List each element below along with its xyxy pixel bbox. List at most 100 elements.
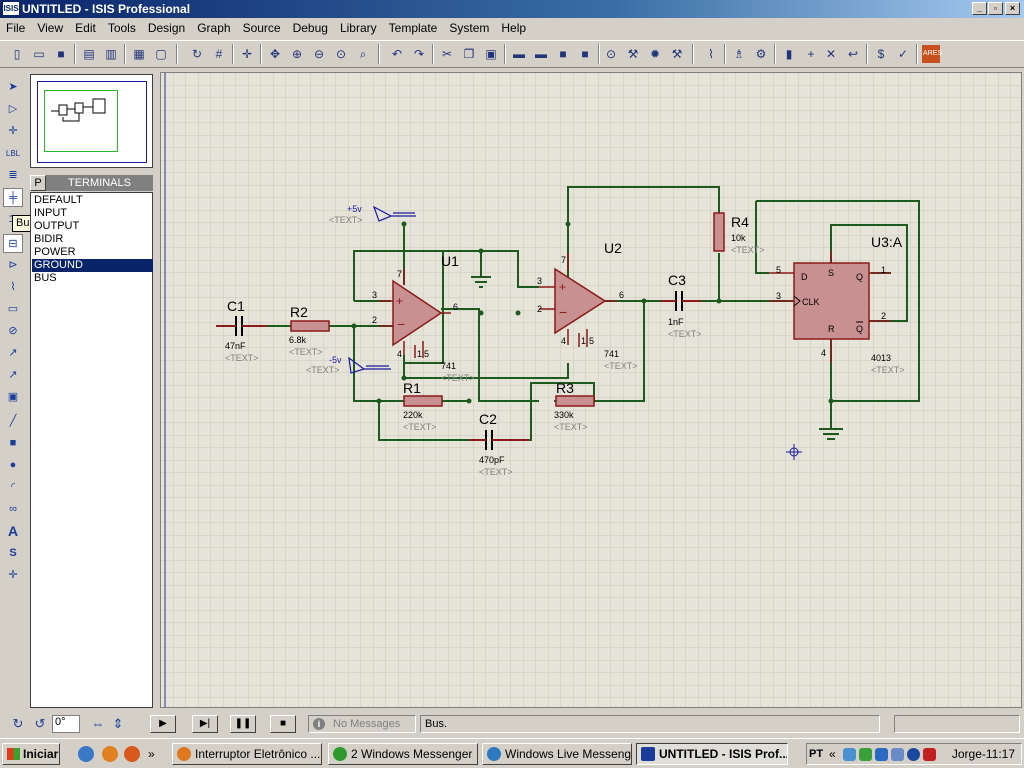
power-terminal-minus5v[interactable]: -5v <TEXT> <box>306 355 391 375</box>
rotate-clockwise-icon[interactable]: ↻ <box>12 716 24 731</box>
menu-debug[interactable]: Debug <box>292 21 328 35</box>
opamp-u2[interactable]: + − U2 741 <TEXT> 3 2 6 7 4 1 5 <box>537 240 638 371</box>
block-move-icon[interactable]: ▬ <box>535 47 547 61</box>
menu-template[interactable]: Template <box>388 21 438 35</box>
terminal-item-output[interactable]: OUTPUT <box>34 220 80 232</box>
flipflop-u3a[interactable]: D S Q CLK R Q U3:A 4013 <TEXT> 5 3 1 2 4 <box>769 234 905 375</box>
open-folder-icon[interactable]: ▭ <box>33 47 45 61</box>
resistor-r1[interactable]: R1 220k <TEXT> <box>403 380 443 432</box>
terminal-item-input[interactable]: INPUT <box>34 207 67 219</box>
minimize-button[interactable]: _ <box>972 2 987 15</box>
close-button[interactable]: × <box>1005 2 1020 15</box>
add-sheet-icon[interactable]: + <box>807 47 815 61</box>
undo-icon[interactable]: ↶ <box>391 47 403 61</box>
terminals-mode-icon[interactable]: ⊟ <box>3 234 23 253</box>
show-desktop-icon[interactable] <box>78 746 94 762</box>
menu-design[interactable]: Design <box>147 21 186 35</box>
pick-devices-button[interactable]: P <box>30 175 46 191</box>
remove-sheet-icon[interactable]: ✕ <box>825 47 837 61</box>
capacitor-c1[interactable]: C1 47nF <TEXT> <box>216 298 267 363</box>
zoom-in-icon[interactable]: ⊕ <box>291 47 303 61</box>
menu-graph[interactable]: Graph <box>197 21 231 35</box>
menu-file[interactable]: File <box>6 21 26 35</box>
exit-to-parent-icon[interactable]: ↩ <box>847 47 859 61</box>
new-sheet-icon[interactable]: ▮ <box>785 47 793 61</box>
maximize-button[interactable]: ▫ <box>988 2 1003 15</box>
schematic-canvas[interactable]: C1 47nF <TEXT> R2 6.8k <TEXT> + − U1 741… <box>160 72 1022 708</box>
stop-button[interactable]: ■ <box>270 715 296 733</box>
generator-icon[interactable]: ⊘ <box>8 325 18 337</box>
menu-view[interactable]: View <box>37 21 64 35</box>
pick-device-icon[interactable]: ⊙ <box>605 47 617 61</box>
virtual-instruments-icon[interactable]: ▣ <box>7 391 19 403</box>
resistor-r4[interactable]: R4 10k <TEXT> <box>713 212 765 255</box>
task-windows-messenger[interactable]: 2 Windows Messenger <box>328 743 478 765</box>
opamp-u1[interactable]: + − U1 741 <TEXT> 3 2 6 7 4 1 5 <box>372 253 475 383</box>
path-tool-icon[interactable]: ∞ <box>9 503 17 515</box>
menu-help[interactable]: Help <box>501 21 527 35</box>
rotation-input[interactable]: 0° <box>52 715 80 733</box>
export-icon[interactable]: ▥ <box>105 47 117 61</box>
junction-dot-icon[interactable]: ✛ <box>8 125 18 137</box>
tape-recorder-icon[interactable]: ▭ <box>7 303 19 315</box>
network-icon[interactable] <box>843 748 856 761</box>
block-rotate-icon[interactable]: ■ <box>559 47 567 61</box>
component-mode-icon[interactable]: ▷ <box>8 103 18 115</box>
power-terminal-plus5v[interactable]: +5v <TEXT> <box>329 204 416 225</box>
redo-icon[interactable]: ↷ <box>413 47 425 61</box>
terminal-item-power[interactable]: POWER <box>34 246 76 258</box>
save-icon[interactable]: ■ <box>57 47 65 61</box>
mirror-vertical-icon[interactable]: ⇕ <box>112 716 124 731</box>
ares-netlist-icon[interactable]: ARES <box>922 45 942 63</box>
rotate-anticlockwise-icon[interactable]: ↺ <box>34 716 46 731</box>
electrical-check-icon[interactable]: ✓ <box>897 47 909 61</box>
pause-button[interactable]: ❚❚ <box>230 715 256 733</box>
security-shield-icon[interactable] <box>923 748 936 761</box>
volume-icon[interactable] <box>891 748 904 761</box>
media-player-icon[interactable] <box>102 746 118 762</box>
text-tool-icon[interactable]: A <box>7 523 19 539</box>
text-script-icon[interactable]: ≣ <box>8 169 18 181</box>
voltage-probe-icon[interactable]: ↗ <box>8 347 18 359</box>
update-icon[interactable] <box>907 748 920 761</box>
new-file-icon[interactable]: ▯ <box>13 47 21 61</box>
selection-mode-icon[interactable]: ➤ <box>8 81 18 93</box>
grid-icon[interactable]: # <box>215 47 223 61</box>
packaging-icon[interactable]: ✹ <box>649 47 661 61</box>
resistor-r2[interactable]: R2 6.8k <TEXT> <box>289 304 330 357</box>
bill-of-materials-icon[interactable]: $ <box>877 47 885 61</box>
line-tool-icon[interactable]: ╱ <box>9 415 17 427</box>
resistor-r3[interactable]: R3 330k <TEXT> <box>554 380 595 432</box>
origin-icon[interactable]: ✛ <box>241 47 253 61</box>
firefox-icon[interactable] <box>124 746 140 762</box>
arc-tool-icon[interactable]: ◜ <box>10 481 16 493</box>
menu-source[interactable]: Source <box>242 21 281 35</box>
menu-system[interactable]: System <box>449 21 490 35</box>
messages-box[interactable]: i No Messages <box>308 715 416 733</box>
block-copy-icon[interactable]: ▬ <box>513 47 525 61</box>
play-button[interactable]: ▶ <box>150 715 176 733</box>
zoom-all-icon[interactable]: ⊙ <box>335 47 347 61</box>
print-icon[interactable]: ▦ <box>133 47 145 61</box>
task-isis[interactable]: UNTITLED - ISIS Prof... <box>636 743 788 765</box>
tray-expand-icon[interactable]: « <box>829 747 836 761</box>
symbol-tool-icon[interactable]: S <box>9 547 17 559</box>
current-probe-icon[interactable]: ↗ <box>8 369 18 381</box>
step-button[interactable]: ▶| <box>192 715 218 733</box>
buses-mode-icon[interactable]: ╪ <box>3 188 23 207</box>
decompose-icon[interactable]: ⚒ <box>671 47 683 61</box>
live-messenger-tray-icon[interactable] <box>875 748 888 761</box>
terminal-item-bus[interactable]: BUS <box>34 272 57 284</box>
capacitor-c2[interactable]: C2 470pF <TEXT> <box>469 411 529 477</box>
cut-icon[interactable]: ✂ <box>441 47 453 61</box>
menu-library[interactable]: Library <box>339 21 377 35</box>
search-tag-icon[interactable]: ♗ <box>733 47 745 61</box>
capacitor-c3[interactable]: C3 1nF <TEXT> <box>661 272 702 339</box>
copy-icon[interactable]: ❐ <box>463 47 475 61</box>
circle-tool-icon[interactable]: ● <box>9 459 17 471</box>
block-delete-icon[interactable]: ■ <box>581 47 589 61</box>
pan-icon[interactable]: ✥ <box>269 47 281 61</box>
menu-edit[interactable]: Edit <box>75 21 96 35</box>
language-indicator[interactable]: PT <box>809 748 824 760</box>
graph-mode-icon[interactable]: ⌇ <box>10 281 16 293</box>
